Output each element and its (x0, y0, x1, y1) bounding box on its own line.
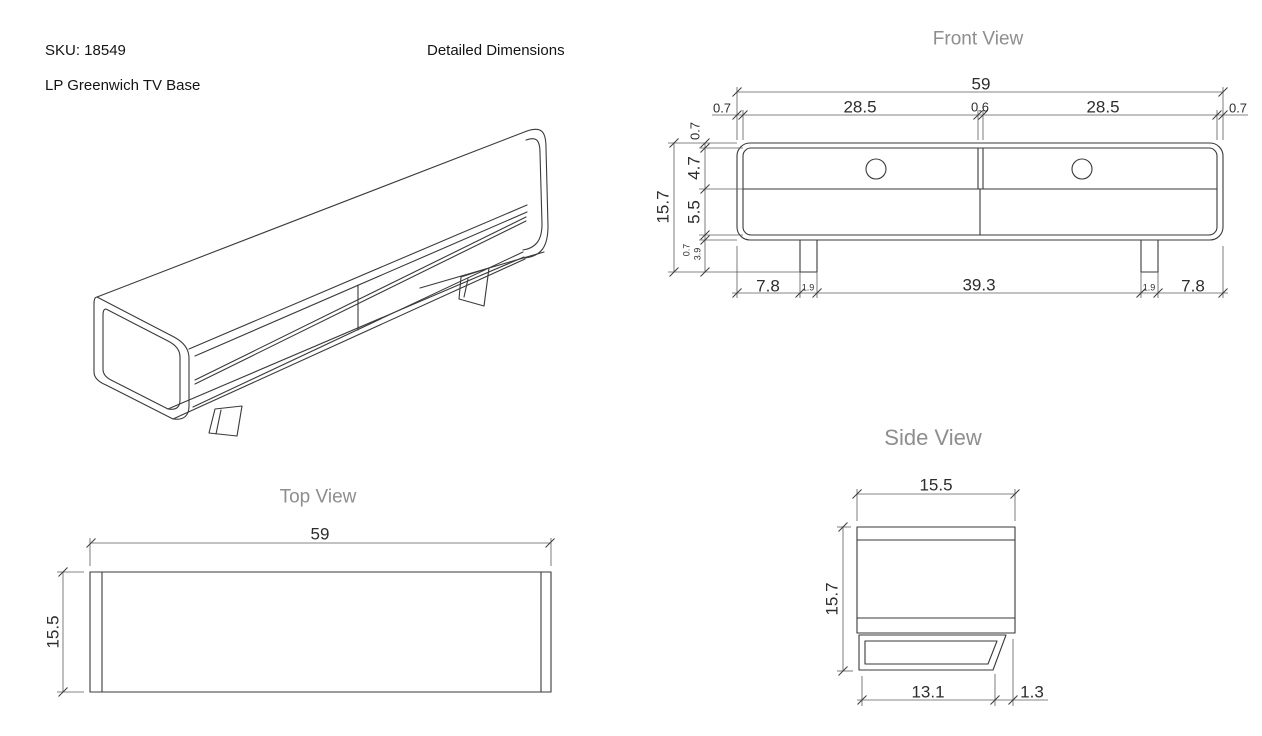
dim-front-leg-height: 3.9 (692, 247, 703, 261)
dim-top-width: 59 (310, 524, 330, 544)
dim-front-leg-inset-left: 7.8 (756, 276, 780, 296)
cable-hole-right (1071, 158, 1093, 180)
sku-label: SKU: 18549 (45, 42, 126, 59)
dim-front-total-height: 15.7 (653, 190, 673, 224)
front-leg-left (799, 239, 818, 273)
page-title: Detailed Dimensions (427, 42, 565, 59)
cable-hole-left (865, 158, 887, 180)
dim-front-opening-right: 28.5 (1086, 97, 1120, 117)
dim-front-opening-left: 28.5 (843, 97, 877, 117)
dim-side-leg-run: 13.1 (911, 682, 945, 702)
dim-front-leg-width-left: 1.9 (801, 282, 815, 293)
side-view-title: Side View (884, 425, 982, 450)
top-view-drawing (89, 571, 552, 693)
front-view-title: Front View (932, 28, 1024, 50)
dim-front-drawer-height: 5.5 (684, 200, 704, 224)
front-leg-right (1140, 239, 1159, 273)
side-view-drawing (856, 526, 1016, 671)
dim-front-edge-right: 0.7 (1228, 100, 1248, 116)
side-view-dimensions (837, 489, 1048, 706)
dim-front-center-divider: 0.6 (970, 99, 990, 115)
front-view-dimensions (668, 87, 1248, 298)
dim-front-edge-left: 0.7 (712, 100, 732, 116)
dim-side-height: 15.7 (822, 582, 842, 616)
product-name: LP Greenwich TV Base (45, 77, 201, 94)
isometric-drawing (93, 128, 549, 437)
top-view-title: Top View (279, 486, 357, 508)
front-view-drawing (736, 142, 1224, 273)
dim-front-bottom-panel: 0.7 (681, 243, 692, 257)
dim-front-leg-inset-right: 7.8 (1181, 276, 1205, 296)
dim-front-shelf-height: 4.7 (684, 156, 704, 180)
dim-side-leg-offset: 1.3 (1020, 682, 1044, 702)
side-leg (858, 634, 1007, 671)
dim-top-depth: 15.5 (43, 615, 63, 649)
top-view-dimensions (57, 538, 555, 697)
dim-front-total-width: 59 (971, 74, 991, 94)
dim-side-depth: 15.5 (919, 475, 953, 495)
dim-front-leg-span: 39.3 (962, 275, 996, 295)
dim-front-top-panel: 0.7 (687, 121, 703, 141)
dim-front-leg-width-right: 1.9 (1142, 282, 1156, 293)
